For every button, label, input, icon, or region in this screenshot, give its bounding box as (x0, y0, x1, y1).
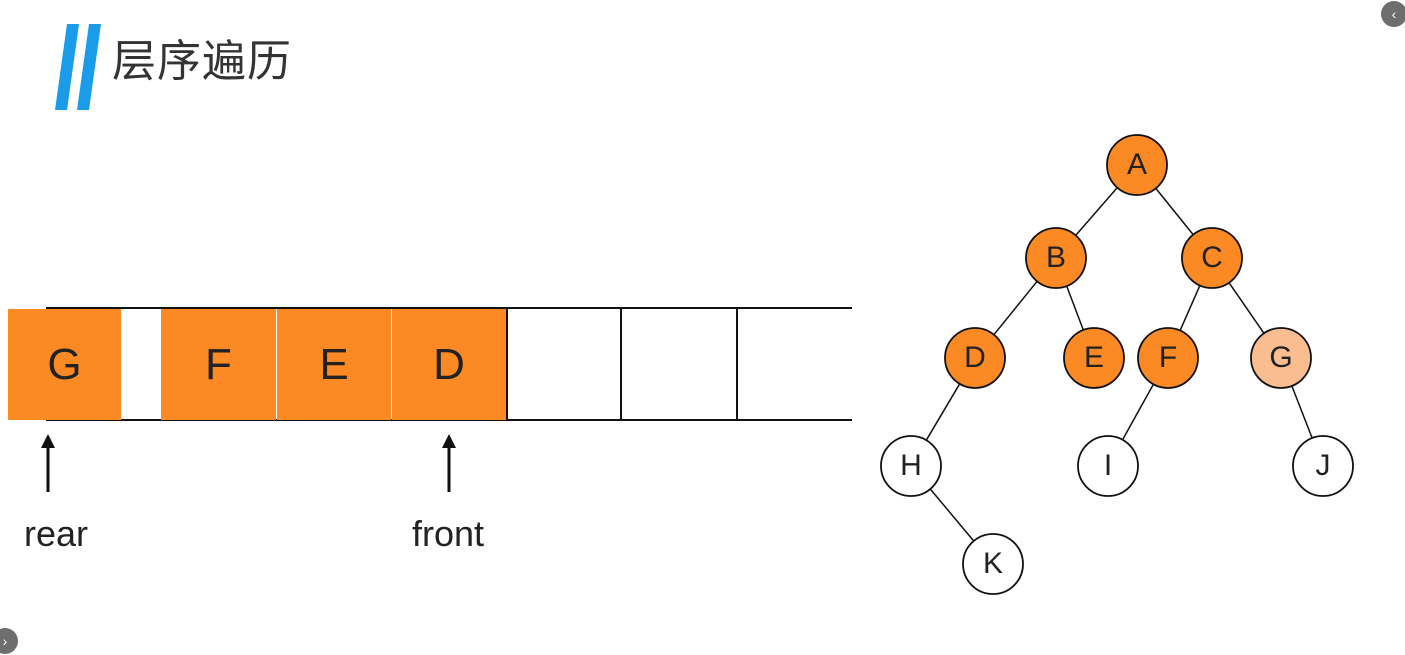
tree-node-c: C (1181, 227, 1243, 289)
queue-cell-4: D (392, 309, 506, 420)
tree-node-d: D (944, 327, 1006, 389)
tree-node-circle (1137, 327, 1199, 389)
tree-node-circle (1063, 327, 1125, 389)
tree-node-label: K (983, 547, 1003, 580)
page-title: 层序遍历 (112, 36, 292, 87)
tree-edge-f-i (1121, 383, 1155, 441)
queue-divider (506, 308, 508, 421)
queue-top-border (46, 307, 852, 309)
rear-arrow-icon (41, 434, 55, 492)
queue-cell-0: G (8, 309, 121, 420)
chevron-right-icon[interactable]: › (0, 628, 18, 654)
tree-edge-d-h (925, 383, 961, 441)
front-arrow-icon (442, 434, 456, 492)
tree-node-label: D (964, 341, 986, 374)
tree-node-j: J (1292, 435, 1354, 497)
tree-edge-c-f (1179, 285, 1201, 331)
queue-bottom-border (46, 419, 852, 421)
tree-node-label: E (1084, 341, 1104, 374)
queue-divider (736, 308, 738, 421)
tree-node-b: B (1025, 227, 1087, 289)
tree-node-circle (962, 533, 1024, 595)
tree-node-circle (1106, 134, 1168, 196)
queue-cell-3: E (277, 309, 391, 420)
title-accent-bars-icon (55, 24, 101, 110)
tree-node-k: K (962, 533, 1024, 595)
tree-node-label: A (1127, 148, 1147, 181)
tree-node-label: G (1269, 341, 1292, 374)
tree-node-circle (1250, 327, 1312, 389)
tree-node-label: I (1104, 449, 1112, 482)
queue-divider (620, 308, 622, 421)
tree-node-circle (1025, 227, 1087, 289)
queue-cell-2: F (161, 309, 276, 420)
tree-edge-a-b (1075, 187, 1118, 236)
tree-edge-h-k (929, 488, 975, 542)
tree-node-circle (880, 435, 942, 497)
tree-node-circle (1077, 435, 1139, 497)
front-label: front (412, 513, 485, 554)
tree-edge-g-j (1291, 385, 1313, 439)
tree-node-label: C (1201, 241, 1223, 274)
rear-label: rear (24, 513, 89, 554)
tree-node-circle (944, 327, 1006, 389)
tree-node-label: H (900, 449, 922, 482)
tree-node-label: F (1159, 341, 1177, 374)
tree-edge-c-g (1228, 282, 1265, 334)
tree-node-i: I (1077, 435, 1139, 497)
tree-node-a: A (1106, 134, 1168, 196)
tree-node-f: F (1137, 327, 1199, 389)
chevron-left-icon[interactable]: ‹ (1381, 1, 1405, 27)
tree-node-e: E (1063, 327, 1125, 389)
tree-node-label: J (1316, 449, 1331, 482)
tree-node-label: B (1046, 241, 1066, 274)
tree-node-circle (1292, 435, 1354, 497)
tree-edge-b-e (1065, 285, 1085, 331)
tree-edge-b-d (993, 280, 1038, 336)
tree-node-circle (1181, 227, 1243, 289)
tree-node-h: H (880, 435, 942, 497)
tree-edge-a-c (1155, 187, 1194, 236)
tree-node-g: G (1250, 327, 1312, 389)
